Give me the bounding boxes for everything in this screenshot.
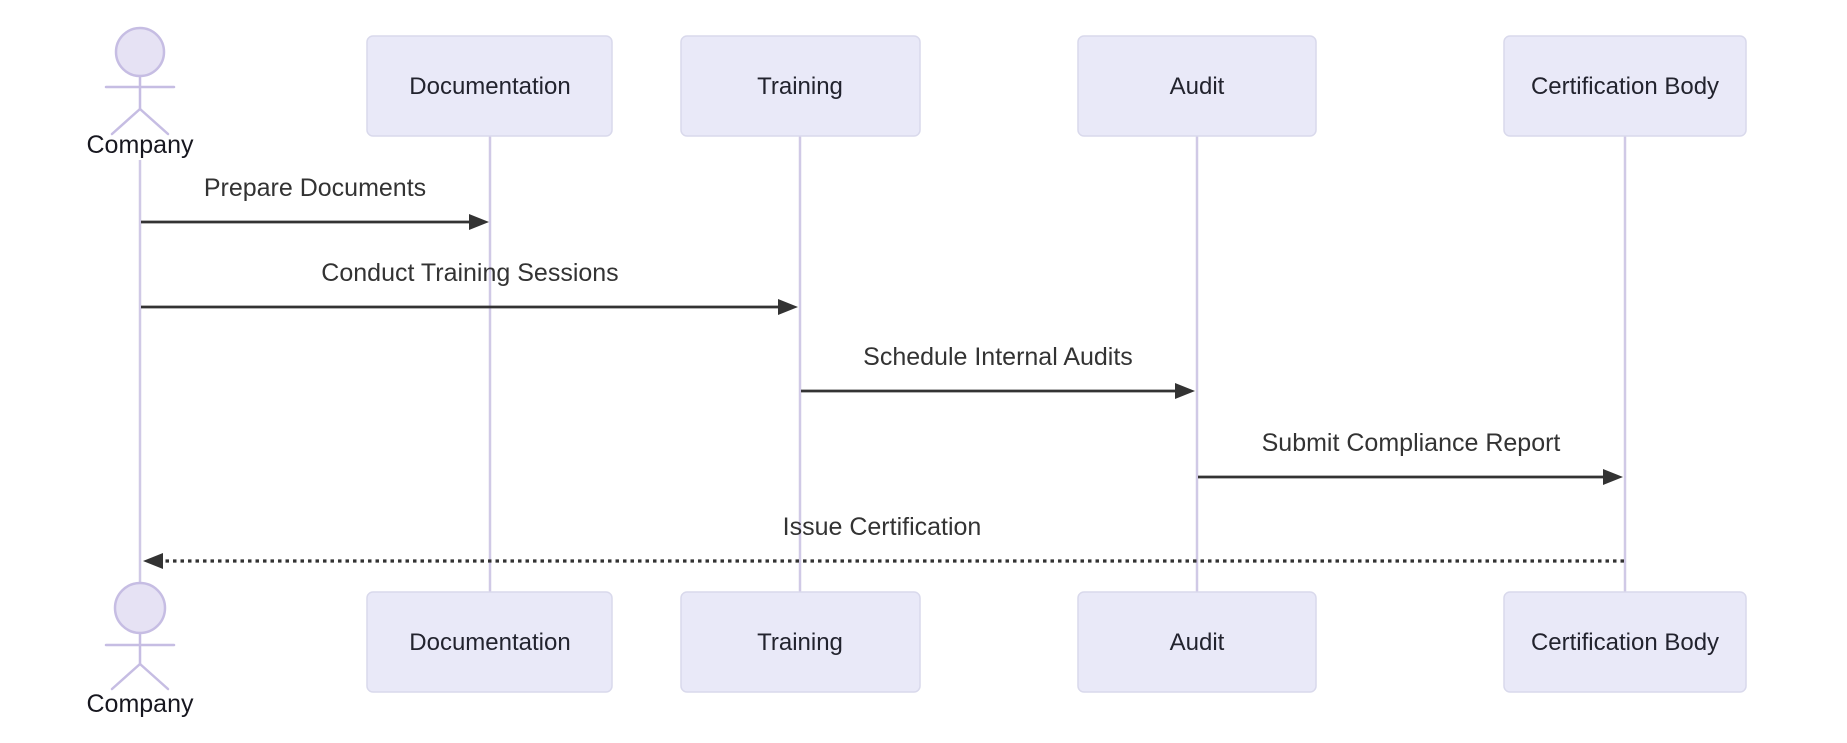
actor-head-icon [114,26,166,78]
actor-head-icon [113,581,167,635]
arrowhead-right [469,214,489,230]
participant-documentation-bottom: Documentation [366,591,613,693]
participant-box [680,35,921,137]
arrowhead-right [778,299,798,315]
actor-label: Company [87,690,194,718]
participant-training-bottom: Training [680,591,921,693]
message-label: Conduct Training Sessions [321,259,618,287]
participant-box [366,35,613,137]
participant-training-top: Training [680,35,921,137]
actor-company-bottom: Company [87,581,194,718]
message-label: Issue Certification [783,513,982,541]
message-label: Prepare Documents [204,174,426,202]
participant-label: Certification Body [1531,73,1719,100]
message-issue-certification: Issue Certification [143,513,1624,569]
participant-label: Documentation [409,629,570,656]
arrowhead-left [143,553,163,569]
message-prepare-documents: Prepare Documents [141,174,489,230]
participant-audit-bottom: Audit [1077,591,1317,693]
message-label: Schedule Internal Audits [863,343,1133,371]
lifelines [138,136,1627,592]
participant-box [680,591,921,693]
participant-label: Training [757,629,843,656]
actor-leg-right [138,107,170,136]
participant-certification-body-bottom: Certification Body [1503,591,1747,693]
actor-leg-right [138,662,170,691]
participant-label: Audit [1170,73,1225,100]
arrowhead-right [1175,383,1195,399]
participant-label: Certification Body [1531,629,1719,656]
participant-box [1503,35,1747,137]
actor-leg-left [110,662,142,691]
actor-label: Company [87,131,194,159]
participant-label: Training [757,73,843,100]
participant-documentation-top: Documentation [366,35,613,137]
participant-box [1503,591,1747,693]
participant-box [366,591,613,693]
participant-box [1077,35,1317,137]
participant-box [1077,591,1317,693]
actor-company-top: Company [87,26,194,159]
message-conduct-training-sessions: Conduct Training Sessions [141,259,798,315]
message-submit-compliance-report: Submit Compliance Report [1198,429,1623,485]
actor-leg-left [110,107,142,136]
participant-certification-body-top: Certification Body [1503,35,1747,137]
message-label: Submit Compliance Report [1262,429,1561,457]
participant-audit-top: Audit [1077,35,1317,137]
participant-label: Documentation [409,73,570,100]
participant-label: Audit [1170,629,1225,656]
arrowhead-right [1603,469,1623,485]
message-schedule-internal-audits: Schedule Internal Audits [801,343,1195,399]
